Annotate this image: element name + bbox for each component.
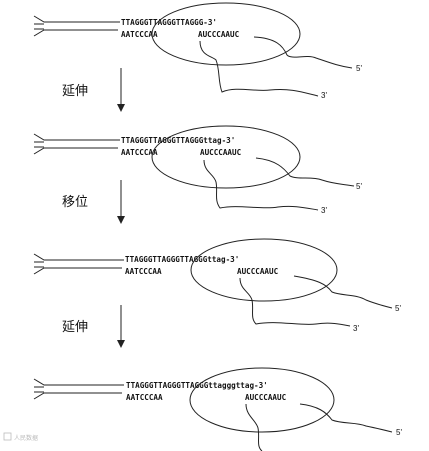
rna-template-sequence: AUCCCAAUC xyxy=(198,30,240,39)
rna-5prime-label: 5' xyxy=(356,182,362,191)
watermark: 人民数据 xyxy=(3,432,38,442)
rna-strand-3prime xyxy=(239,277,351,327)
rna-3prime-label: 3' xyxy=(321,206,327,215)
rna-strand-5prime xyxy=(299,403,393,433)
rna-strand-3prime xyxy=(199,40,319,97)
step-2: 移位 xyxy=(62,180,125,224)
rna-strand-5prime xyxy=(293,275,393,309)
top-strand-sequence: TTAGGGTTAGGGTTAGGGttag-3' xyxy=(121,136,235,145)
panel-1: TTAGGGTTAGGGTTAGGG-3' AATCCCAA AUCCCAAUC… xyxy=(33,2,362,100)
telomerase-enzyme-ellipse xyxy=(190,238,338,302)
telomerase-enzyme-ellipse xyxy=(189,367,335,433)
dna-top-strand-line xyxy=(33,378,124,386)
dna-bottom-strand-line xyxy=(33,147,118,155)
dna-bottom-strand-line xyxy=(33,267,122,275)
watermark-text: 人民数据 xyxy=(14,434,38,442)
bottom-strand-sequence: AATCCCAA xyxy=(121,30,158,39)
dna-bottom-strand-line xyxy=(33,29,118,37)
top-strand-sequence: TTAGGGTTAGGGTTAGGG-3' xyxy=(121,18,217,27)
rna-strand-3prime xyxy=(245,403,263,451)
telomerase-enzyme-ellipse xyxy=(151,125,301,189)
rna-template-sequence: AUCCCAAUC xyxy=(237,267,279,276)
step-label: 移位 xyxy=(62,195,88,210)
dna-top-strand-line xyxy=(33,253,124,261)
step-arrow-head xyxy=(117,216,125,224)
telomerase-enzyme-ellipse xyxy=(151,2,301,66)
top-strand-sequence: TTAGGGTTAGGGTTAGGGttag-3' xyxy=(125,255,239,264)
rna-template-sequence: AUCCCAAUC xyxy=(200,148,242,157)
step-arrow-head xyxy=(117,104,125,112)
step-label: 延伸 xyxy=(62,84,88,99)
bottom-strand-sequence: AATCCCAA xyxy=(126,393,163,402)
rna-5prime-label: 5' xyxy=(356,64,362,73)
panel-2: TTAGGGTTAGGGTTAGGGttag-3' AATCCCAA AUCCC… xyxy=(33,125,362,215)
panel-3: TTAGGGTTAGGGTTAGGGttag-3' AATCCCAA AUCCC… xyxy=(33,238,401,333)
bottom-strand-sequence: AATCCCAA xyxy=(125,267,162,276)
rna-3prime-label: 3' xyxy=(353,324,359,333)
rna-strand-5prime xyxy=(253,36,353,69)
dna-top-strand-line xyxy=(33,133,120,141)
step-label: 延伸 xyxy=(62,320,88,335)
panel-4: TTAGGGTTAGGGTTAGGGttagggttag-3' AATCCCAA… xyxy=(33,367,402,451)
watermark-logo-icon xyxy=(3,432,12,441)
dna-bottom-strand-line xyxy=(33,392,122,400)
rna-5prime-label: 5' xyxy=(396,428,402,437)
step-arrow-head xyxy=(117,340,125,348)
bottom-strand-sequence: AATCCCAA xyxy=(121,148,158,157)
rna-3prime-label: 3' xyxy=(321,91,327,100)
rna-5prime-label: 5' xyxy=(395,304,401,313)
step-1: 延伸 xyxy=(62,68,125,112)
rna-strand-3prime xyxy=(203,159,319,211)
step-3: 延伸 xyxy=(62,305,125,348)
rna-strand-5prime xyxy=(255,157,355,187)
dna-top-strand-line xyxy=(33,15,120,23)
rna-template-sequence: AUCCCAAUC xyxy=(245,393,287,402)
